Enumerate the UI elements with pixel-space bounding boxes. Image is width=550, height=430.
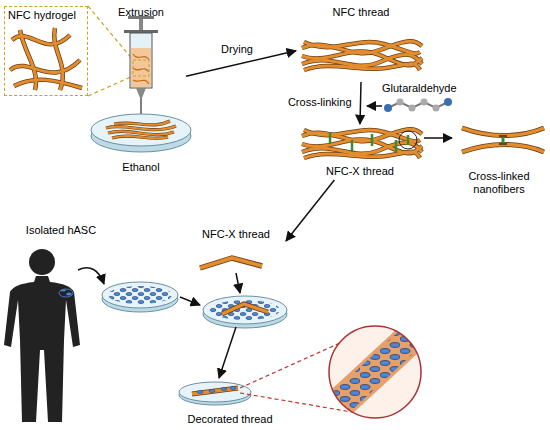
zoom-circle (329, 326, 421, 418)
step-label: NFC-X thread (202, 228, 270, 241)
process-step: Decorated thread (160, 380, 300, 428)
atom (421, 99, 428, 106)
barrel-fibers (133, 54, 149, 84)
cross-link (407, 135, 410, 145)
fiber (302, 41, 422, 70)
cell-layer (108, 286, 172, 304)
process-step: NFC-X thread (186, 226, 286, 276)
thread-section (322, 322, 428, 420)
fiber-outline (462, 128, 544, 152)
cross-link (329, 132, 332, 144)
step-arrow (219, 327, 236, 378)
cell (230, 387, 236, 390)
thread (106, 121, 176, 138)
zoom-line (240, 343, 340, 388)
glutaraldehyde-molecule (367, 98, 452, 112)
cross-link-bar (499, 135, 507, 136)
extruded-threads (106, 121, 176, 138)
adipose-site (59, 289, 73, 297)
head (29, 249, 55, 275)
syringe-tip (136, 88, 146, 98)
seeding-dish (203, 296, 287, 378)
isolation-arrow (78, 268, 104, 284)
highlight-circle (399, 131, 417, 149)
cell (197, 391, 203, 394)
reagent-label: Glutaraldehyde (380, 82, 459, 95)
aldehyde-end (444, 98, 452, 106)
barrel (130, 33, 152, 88)
body (4, 276, 80, 422)
zoom-detail (240, 322, 428, 420)
thread (200, 258, 262, 268)
process-arrow (286, 180, 334, 241)
step-label: Decorated thread (188, 413, 273, 426)
fiber-outline (302, 129, 422, 158)
culture-dish (102, 282, 200, 312)
process-step: Cross-linked nanofibers (452, 118, 546, 198)
process-step: ExtrusionEthanol (96, 4, 186, 176)
process-step: NFC-X thread (296, 124, 424, 180)
cross-link (351, 140, 354, 152)
cross-link-bar (499, 143, 507, 144)
process-arrow (424, 137, 452, 139)
cell-coating (322, 322, 428, 420)
atom (409, 105, 416, 112)
step-label: Isolated hASC (26, 224, 96, 237)
thread-outline (200, 258, 262, 268)
fiber (302, 129, 422, 158)
process-arrow (360, 82, 361, 124)
step-label: NFC hydrogel (8, 9, 76, 22)
cell (221, 388, 227, 391)
cell (209, 390, 215, 393)
syringe (124, 16, 158, 118)
zoom-lines (88, 6, 133, 96)
nfc-x-thread (302, 129, 422, 158)
process-step: NFC thread (296, 4, 426, 82)
thread-outline (106, 121, 176, 138)
dish-rim (203, 296, 287, 324)
plunger-rod (139, 19, 143, 31)
fiber-outline (10, 28, 82, 90)
dish-rim (102, 282, 178, 308)
dish-rim (179, 382, 251, 402)
cross-links (330, 132, 408, 152)
zoom-line (88, 76, 133, 96)
fiber (462, 128, 544, 152)
dish-rim (91, 114, 191, 146)
step-arrow (236, 273, 240, 293)
step-label: Extrusion (118, 6, 164, 19)
process-step: Isolated hASC (6, 222, 116, 426)
cross-link (371, 134, 374, 146)
arrow-label: Cross-linking (286, 96, 354, 109)
step-label: Cross-linked nanofibers (455, 170, 543, 196)
atom (433, 105, 440, 112)
fiber (10, 28, 82, 90)
cross-link (395, 140, 398, 152)
reagent-arrow (367, 105, 382, 107)
small-thread (200, 258, 262, 293)
thread (222, 304, 268, 314)
zoom-square (133, 60, 149, 76)
step-label: NFC-X thread (326, 165, 394, 178)
cell-layer (210, 300, 280, 320)
nfc-thread (302, 41, 422, 70)
human-donor (4, 249, 104, 422)
cross-linked-nanofibers (462, 128, 544, 152)
hydrogel-fill (131, 48, 151, 87)
process-step: NFC hydrogel (4, 6, 88, 96)
ethanol-dish (91, 114, 191, 152)
thread-outline (222, 304, 268, 314)
cross-link (502, 137, 505, 143)
step-arrow (180, 297, 200, 305)
atom (397, 99, 404, 106)
hydrogel-fibers (10, 28, 82, 90)
arrow-label: Drying (219, 43, 255, 56)
aldehyde-end (384, 104, 392, 112)
fiber-outline (302, 41, 422, 70)
step-label: Ethanol (122, 161, 159, 174)
step-label: NFC thread (333, 6, 390, 19)
